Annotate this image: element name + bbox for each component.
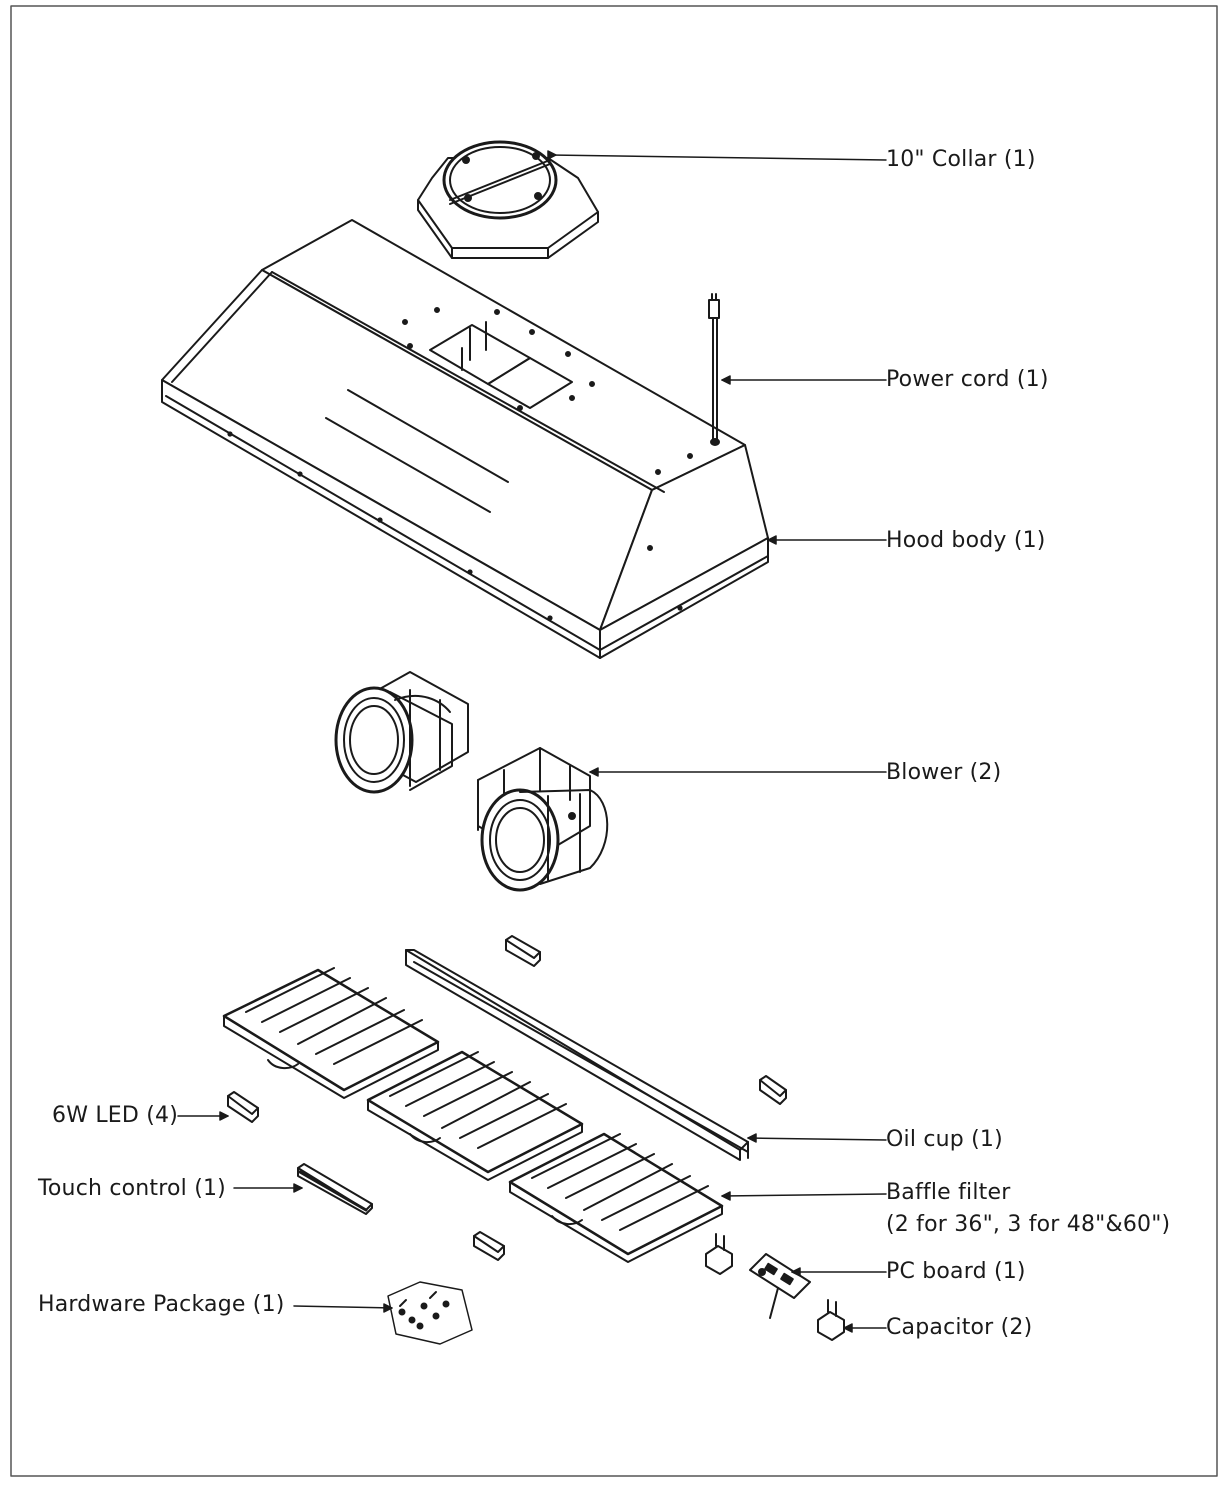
touch-control-part bbox=[297, 1163, 373, 1215]
hardware-package-part bbox=[387, 1281, 473, 1345]
label-led: 6W LED (4) bbox=[52, 1103, 178, 1128]
label-touch-control: Touch control (1) bbox=[38, 1176, 226, 1201]
label-power-cord: Power cord (1) bbox=[886, 367, 1049, 392]
pc-board-part bbox=[749, 1253, 811, 1319]
led-lights-part bbox=[227, 935, 787, 1261]
oil-cup-part bbox=[405, 949, 749, 1161]
power-cord-part bbox=[708, 293, 720, 446]
label-oil-cup: Oil cup (1) bbox=[886, 1127, 1003, 1152]
capacitor-part-1 bbox=[705, 1233, 733, 1275]
baffle-filter-1 bbox=[222, 967, 440, 1099]
label-pc-board: PC board (1) bbox=[886, 1259, 1026, 1284]
label-baffle-filter: Baffle filter bbox=[886, 1180, 1011, 1205]
label-baffle-filter-note: (2 for 36", 3 for 48"&60") bbox=[886, 1212, 1171, 1237]
page-frame bbox=[10, 5, 1218, 1477]
leader-lines bbox=[177, 150, 887, 1333]
label-collar: 10" Collar (1) bbox=[886, 147, 1036, 172]
baffle-filter-2 bbox=[366, 1050, 584, 1181]
label-hardware-package: Hardware Package (1) bbox=[38, 1292, 285, 1317]
blower-left-part bbox=[334, 671, 469, 794]
collar-part bbox=[417, 140, 599, 259]
label-blower: Blower (2) bbox=[886, 760, 1002, 785]
hood-body-part bbox=[161, 219, 769, 659]
label-hood-body: Hood body (1) bbox=[886, 528, 1046, 553]
label-capacitor: Capacitor (2) bbox=[886, 1315, 1033, 1340]
baffle-filter-3 bbox=[508, 1132, 724, 1263]
blower-right-part bbox=[477, 747, 609, 892]
capacitor-part-2 bbox=[817, 1299, 845, 1341]
